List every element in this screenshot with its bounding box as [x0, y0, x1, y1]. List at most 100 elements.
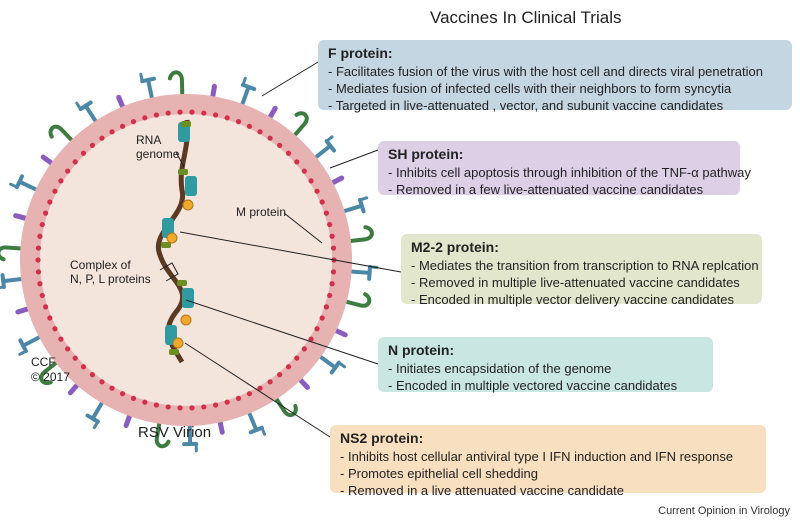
matrix-dot: [89, 142, 95, 148]
matrix-dot: [99, 135, 105, 141]
matrix-dot: [65, 346, 71, 352]
ns2-protein-box: NS2 protein: Inhibits host cellular anti…: [330, 425, 766, 498]
matrix-dot: [189, 405, 195, 411]
matrix-dot: [109, 385, 115, 391]
list-item: Initiates encapsidation of the genome: [388, 360, 705, 377]
matrix-dot: [308, 178, 314, 184]
list-item: Inhibits host cellular antiviral type I …: [340, 448, 758, 465]
rna-genome-label: RNA genome: [136, 133, 180, 161]
list-item: Encoded in multiple vector delivery vacc…: [411, 291, 754, 308]
nucleocapsid-layer: [161, 121, 197, 355]
nucleocapsid-segment: [182, 288, 194, 308]
ns2-protein-list: Inhibits host cellular antiviral type I …: [340, 448, 758, 499]
phosphoprotein-dot: [166, 232, 178, 244]
matrix-dot: [323, 210, 329, 216]
matrix-dot: [37, 281, 43, 287]
matrix-dot: [165, 110, 171, 116]
matrix-protein-layer: [35, 109, 337, 411]
matrix-dot: [37, 233, 43, 239]
matrix-dot: [213, 112, 219, 118]
matrix-dot: [58, 178, 64, 184]
phosphoprotein-dot: [182, 199, 194, 211]
f-connector: [261, 61, 319, 97]
matrix-dot: [47, 315, 53, 321]
diagram-title: Vaccines In Clinical Trials: [430, 8, 622, 27]
g-protein-spike: [0, 245, 29, 262]
matrix-dot: [224, 115, 230, 121]
g-protein-spike: [342, 225, 374, 244]
nucleocapsid-segment: [185, 176, 197, 196]
matrix-dot: [52, 326, 58, 332]
n-protein-box: N protein: Initiates encapsidation of th…: [378, 337, 713, 394]
sh-protein-heading: SH protein:: [388, 146, 464, 162]
matrix-dot: [99, 379, 105, 385]
matrix-dot: [327, 292, 333, 299]
matrix-dot: [329, 281, 335, 287]
matrix-dot: [235, 119, 242, 125]
n-connector: [185, 299, 379, 365]
matrix-dot: [35, 257, 41, 263]
matrix-dot: [267, 135, 273, 141]
matrix-dot: [39, 221, 45, 228]
matrix-dot: [65, 168, 71, 174]
matrix-dot: [314, 326, 320, 332]
phosphoprotein-dot: [180, 314, 192, 326]
matrix-dot: [319, 315, 325, 321]
ns2-connector: [184, 342, 331, 438]
matrix-dot: [308, 336, 314, 342]
matrix-dot: [314, 188, 320, 194]
g-protein-spike: [167, 70, 185, 103]
matrix-dot: [165, 404, 171, 410]
g-protein-spike: [271, 392, 298, 418]
n-protein-list: Initiates encapsidation of the genome En…: [388, 360, 705, 394]
list-item: Mediates the transition from transcripti…: [411, 257, 759, 274]
g-protein-spike: [338, 292, 372, 308]
list-item: Removed in multiple live-attenuated vacc…: [411, 274, 754, 291]
matrix-dot: [267, 379, 273, 385]
sh-connector: [329, 149, 379, 169]
list-item: Removed in a live attenuated vaccine can…: [340, 482, 758, 499]
m2-2-protein-heading: M2-2 protein:: [411, 239, 499, 255]
list-item: Facilitates fusion of the virus with the…: [328, 63, 784, 80]
connector-lines: [159, 61, 402, 438]
matrix-dot: [119, 123, 126, 129]
matrix-dot: [327, 221, 333, 228]
matrix-dot: [35, 269, 42, 275]
matrix-dot: [130, 395, 137, 401]
g-protein-spike: [39, 357, 63, 386]
complex-bracket: [159, 262, 179, 282]
matrix-dot: [47, 199, 53, 205]
m2-2-protein-list: Mediates the transition from transcripti…: [411, 257, 759, 308]
phosphoprotein-dot: [172, 337, 184, 349]
journal-credit: Current Opinion in Virology: [658, 505, 790, 517]
matrix-dot: [330, 269, 337, 275]
matrix-dot: [109, 129, 115, 135]
list-item: Encoded in multiple vectored vaccine can…: [388, 377, 705, 394]
g-protein-spike: [154, 415, 171, 449]
g-protein-spike: [48, 124, 78, 147]
polymerase-segment: [161, 242, 171, 248]
list-item: Removed in a few live-attenuated vaccine…: [388, 181, 732, 198]
g-protein-spike: [289, 111, 309, 142]
polymerase-segment: [169, 349, 179, 355]
matrix-dot: [257, 385, 263, 391]
matrix-dot: [43, 210, 49, 216]
f-protein-box: F protein: Facilitates fusion of the vir…: [318, 40, 792, 113]
f-protein-heading: F protein:: [328, 45, 393, 61]
matrix-dot: [142, 399, 148, 405]
matrix-dot: [277, 142, 283, 148]
matrix-dot: [201, 404, 207, 410]
matrix-dot: [257, 129, 263, 135]
matrix-dot: [89, 372, 95, 378]
matrix-dot: [153, 112, 159, 118]
n-protein-heading: N protein:: [388, 342, 455, 358]
matrix-dot: [39, 292, 45, 299]
matrix-dot: [246, 123, 253, 129]
matrix-dot: [285, 150, 292, 156]
matrix-dot: [323, 304, 329, 310]
matrix-dot: [80, 150, 87, 156]
matrix-dot: [294, 159, 300, 165]
viral-interior: [40, 114, 332, 406]
matrix-dot: [52, 188, 58, 194]
